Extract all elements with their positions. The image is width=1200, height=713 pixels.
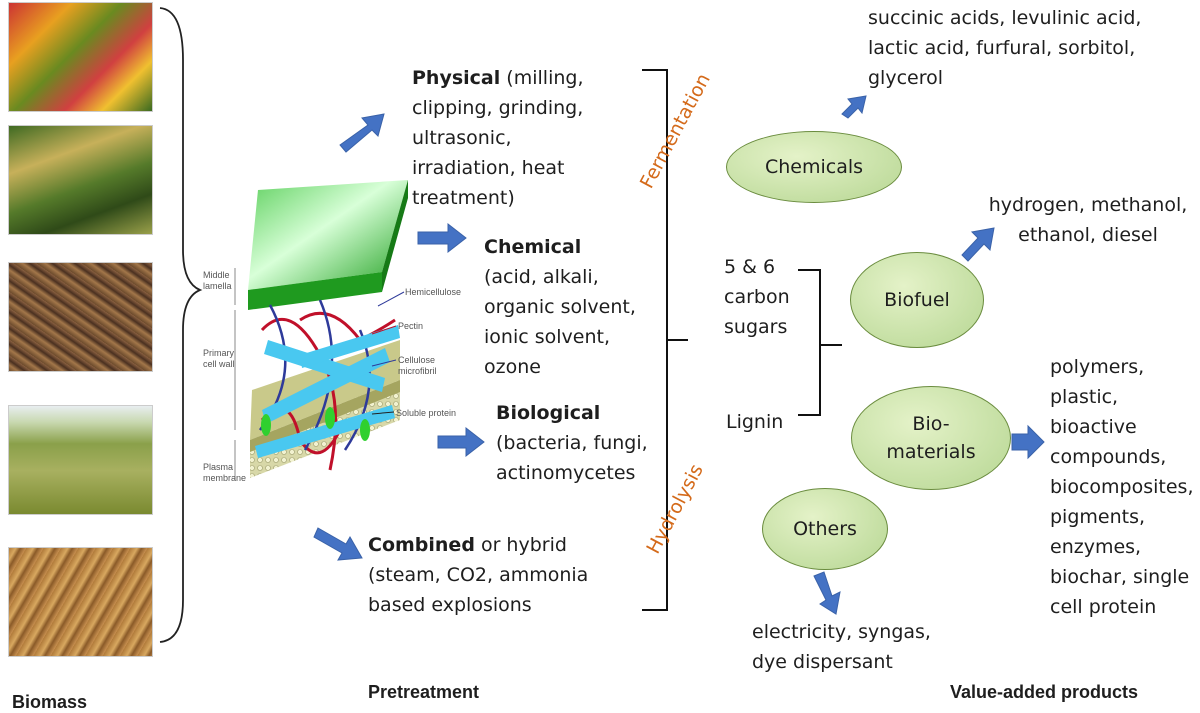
footer-value-added: Value-added products <box>950 682 1139 702</box>
label-soluble-protein: Soluble protein <box>396 408 457 418</box>
biological-detail: (bacteria, fungi, actinomycetes <box>496 432 648 484</box>
pretreatment-bracket <box>642 69 688 611</box>
footer-pretreatment: Pretreatment <box>368 682 480 702</box>
biological-label: Biological <box>496 402 601 424</box>
physical-label: Physical <box>412 67 501 89</box>
biomass-photo-husks <box>8 262 153 372</box>
output-biomaterials: polymers, plastic, bioactive compounds, … <box>1050 356 1194 618</box>
arrow-physical <box>339 113 385 153</box>
label-primary-cell-wall: Primary cell wall <box>203 348 235 369</box>
label-hemicellulose: Hemicellulose <box>405 287 462 297</box>
product-biofuel: Biofuel <box>850 252 984 348</box>
intermediate-lignin: Lignin <box>726 411 784 433</box>
intermediate-sugars: 5 & 6 carbon sugars <box>724 256 790 338</box>
arrow-combined <box>313 527 363 561</box>
biomass-photo-chips <box>8 547 153 657</box>
product-others: Others <box>762 488 888 570</box>
label-cellulose-microfibril: Cellulose microfibril <box>398 355 437 376</box>
arrow-biomaterials-out <box>1011 424 1045 460</box>
output-biofuel: hydrogen, methanol, ethanol, diesel <box>988 194 1188 246</box>
arrow-chemicals-out <box>841 95 867 119</box>
output-others: electricity, syngas, dye dispersant <box>752 621 931 673</box>
combined-label: Combined <box>368 534 475 556</box>
biomass-photo-flowers <box>8 2 153 112</box>
pretreatment-chemical: Chemical (acid, alkali, organic solvent,… <box>484 232 640 382</box>
label-pectin: Pectin <box>398 321 424 331</box>
physical-detail: (milling, clipping, grinding, ultrasonic… <box>412 67 584 209</box>
label-plasma-membrane: Plasma membrane <box>203 462 247 483</box>
product-biomaterials: Bio-materials <box>851 386 1011 490</box>
intermediate-bracket <box>798 269 842 416</box>
pretreatment-biological: Biological (bacteria, fungi, actinomycet… <box>496 398 676 488</box>
biomass-photo-grass <box>8 405 153 515</box>
pretreatment-physical: Physical (milling, clipping, grinding, u… <box>412 63 602 213</box>
footer-biomass: Biomass <box>12 692 88 712</box>
label-middle-lamella: Middle lamella <box>203 270 232 291</box>
arrow-biofuel-out <box>961 227 995 262</box>
arrow-others-out <box>813 571 841 615</box>
chemical-label: Chemical <box>484 236 582 258</box>
biomass-brace <box>159 7 203 643</box>
arrow-chemical <box>417 222 467 254</box>
biomass-photo-leaves <box>8 125 153 235</box>
chemical-detail: (acid, alkali, organic solvent, ionic so… <box>484 266 636 378</box>
arrow-biological <box>437 426 485 458</box>
output-chemicals: succinic acids, levulinic acid, lactic a… <box>868 7 1142 89</box>
product-chemicals: Chemicals <box>726 131 902 203</box>
pretreatment-combined: Combined or hybrid (steam, CO2, ammonia … <box>368 530 604 620</box>
combined-detail: or hybrid (steam, CO2, ammonia based exp… <box>368 534 589 616</box>
cell-wall-illustration <box>234 180 408 480</box>
